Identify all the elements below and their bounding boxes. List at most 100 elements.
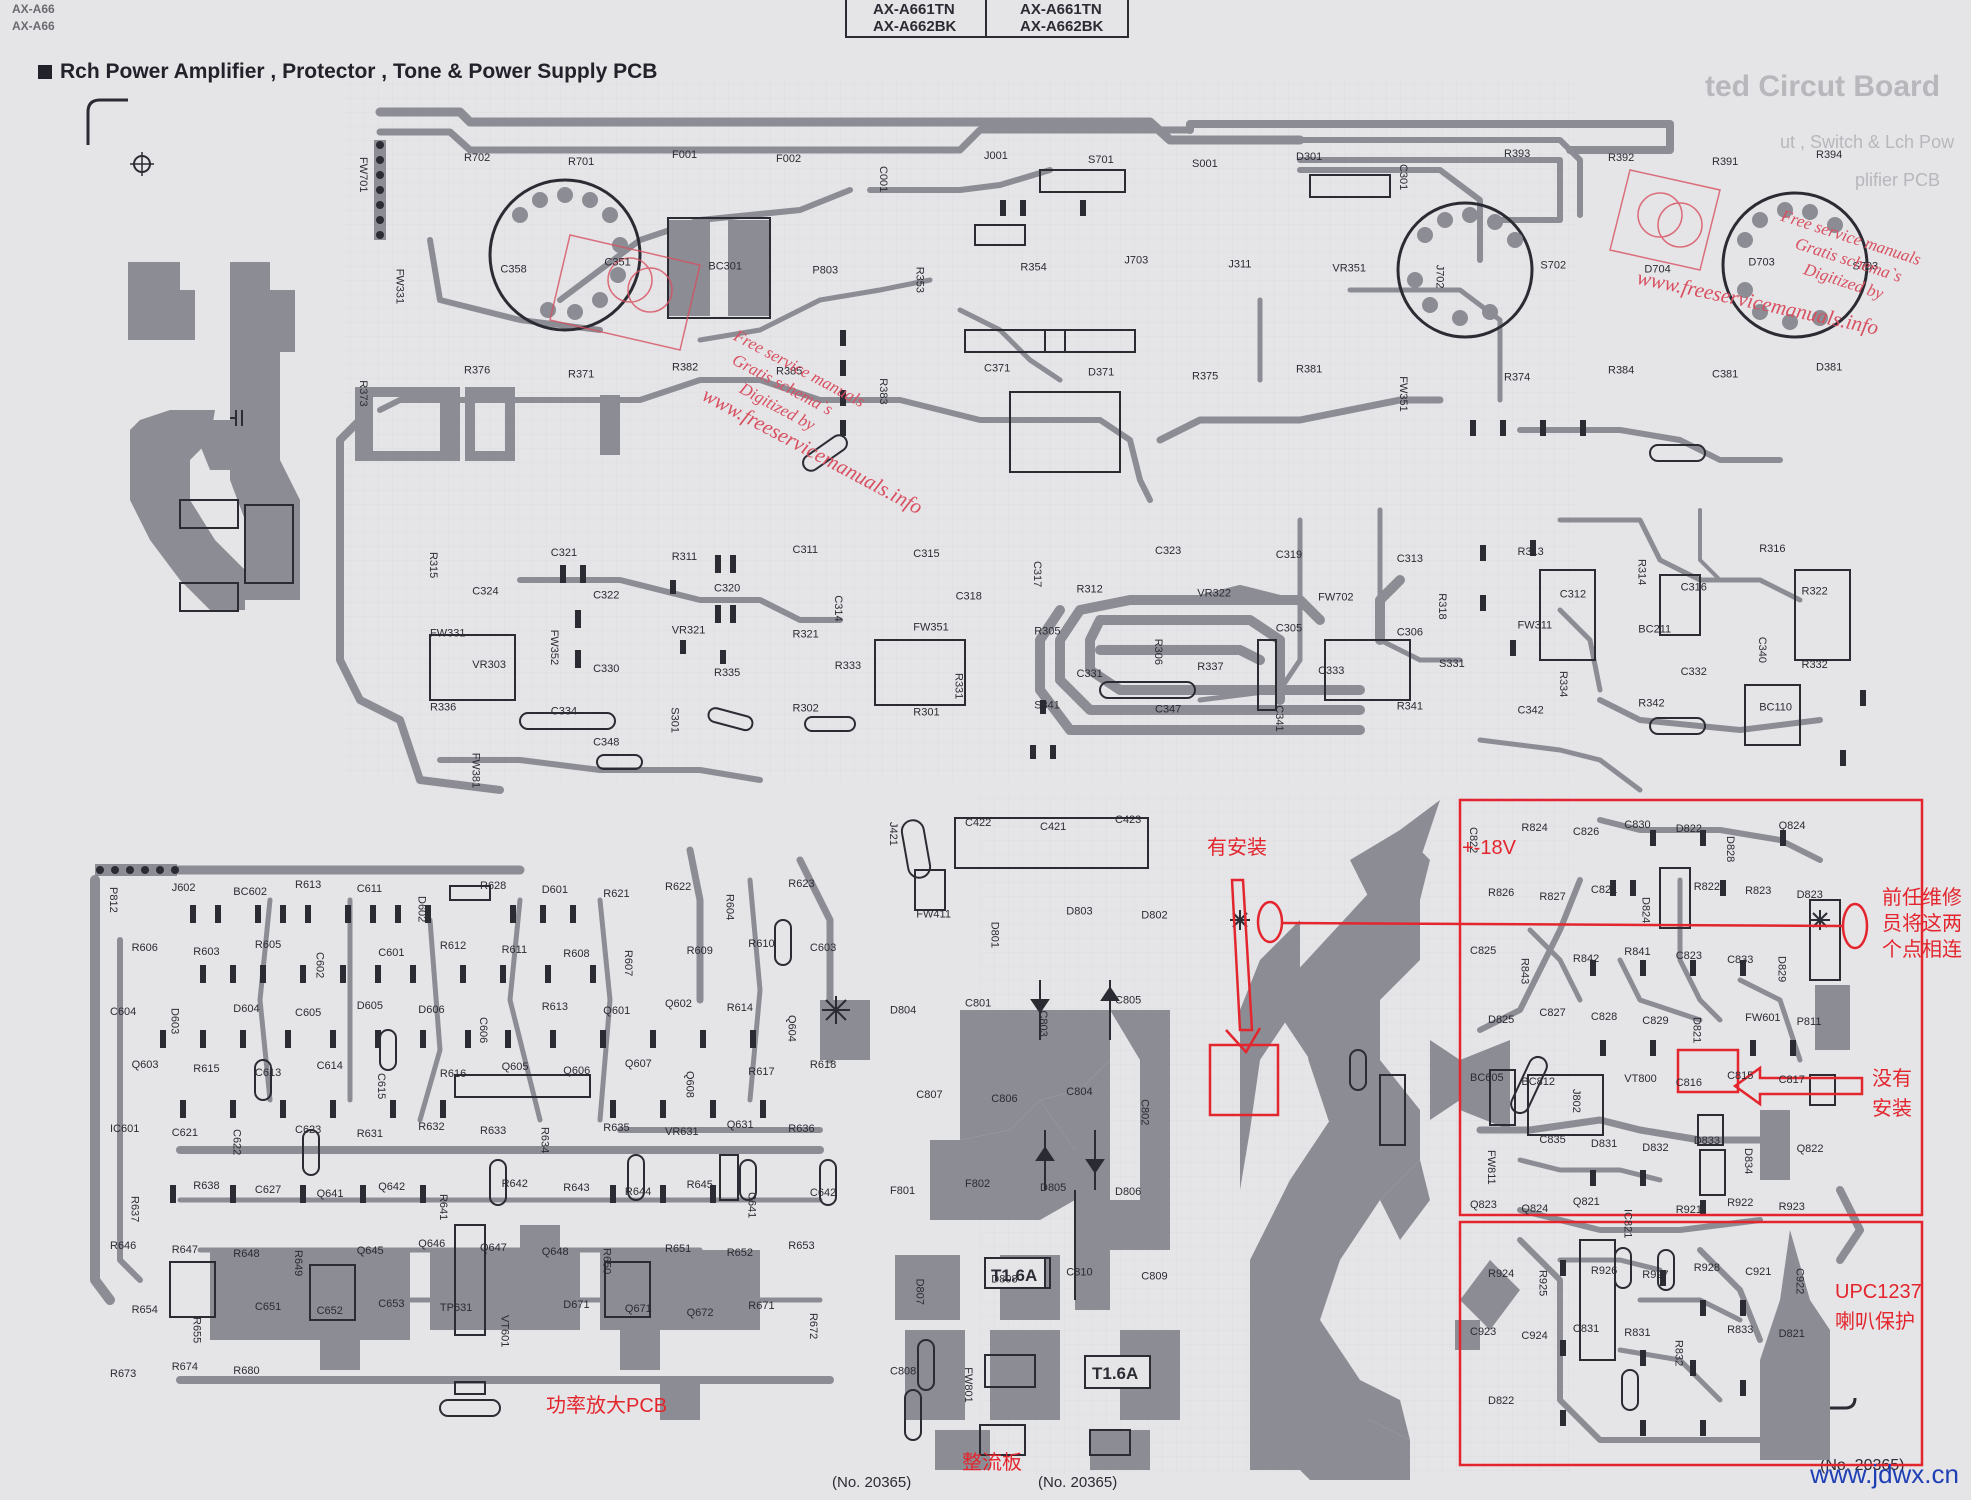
silkscreen-label: R384	[1608, 364, 1634, 376]
silkscreen-label: R342	[1638, 697, 1664, 709]
silkscreen-label: D833	[1694, 1135, 1720, 1147]
silkscreen-label: R393	[1504, 148, 1530, 160]
p812-connector	[95, 864, 179, 876]
silkscreen-label: F001	[672, 149, 697, 161]
silkscreen-label: C828	[1591, 1011, 1617, 1023]
silkscreen-label: R652	[727, 1247, 753, 1259]
silkscreen-label: R608	[563, 948, 589, 960]
silkscreen-label: D828	[1724, 836, 1736, 862]
right-ghost-sub2: plifier PCB	[1855, 170, 1941, 190]
silkscreen-label: R923	[1779, 1201, 1805, 1213]
silkscreen-label: S703	[1852, 261, 1878, 273]
silkscreen-label: C301	[1397, 164, 1409, 190]
silkscreen-label: P803	[812, 265, 838, 277]
page-title: Rch Power Amplifier , Protector , Tone &…	[38, 60, 657, 84]
silkscreen-label: D301	[1296, 151, 1322, 163]
silkscreen-label: C830	[1624, 819, 1650, 831]
silkscreen-label: C313	[1397, 553, 1423, 565]
silkscreen-label: C321	[551, 547, 577, 559]
silkscreen-label: R341	[1397, 700, 1423, 712]
model-right: AX-A661TN AX-A662BK	[1020, 1, 1103, 35]
silkscreen-label: C822	[1467, 827, 1479, 853]
silkscreen-label: R655	[190, 1317, 202, 1343]
silkscreen-label: R648	[233, 1248, 259, 1260]
silkscreen-label: C423	[1115, 814, 1141, 826]
silkscreen-label: FW701	[357, 157, 369, 192]
silkscreen-label: C340	[1756, 637, 1768, 663]
silkscreen-label: J311	[1228, 259, 1251, 271]
silkscreen-label: R702	[464, 152, 490, 164]
joint-point-left	[1256, 900, 1284, 944]
silkscreen-label: R315	[427, 552, 439, 578]
silkscreen-label: C651	[255, 1301, 281, 1313]
silkscreen-label: R610	[748, 938, 774, 950]
silkscreen-label: R353	[913, 267, 925, 293]
silkscreen-label: R316	[1759, 543, 1785, 555]
silkscreen-label: BC110	[1759, 701, 1792, 713]
silkscreen-label: R312	[1077, 583, 1103, 595]
silkscreen-label: Q647	[480, 1242, 507, 1254]
silkscreen-label: R832	[1673, 1340, 1685, 1366]
silkscreen-label: R824	[1521, 822, 1547, 834]
silkscreen-label: D605	[357, 1000, 383, 1012]
silkscreen-label: Q672	[687, 1307, 714, 1319]
silkscreen-label: D704	[1644, 264, 1670, 276]
silkscreen-label: C815	[1727, 1070, 1753, 1082]
silkscreen-label: C829	[1642, 1015, 1668, 1027]
protector-highlight-box	[1458, 1220, 1924, 1467]
silkscreen-label: VR631	[665, 1126, 699, 1138]
rectifier-copper	[895, 1010, 1180, 1470]
silkscreen-label: BC211	[1638, 624, 1671, 636]
silkscreen-label: C314	[832, 595, 844, 621]
silkscreen-label: R314	[1635, 559, 1647, 585]
silkscreen-label: R631	[357, 1128, 383, 1140]
silkscreen-label: C316	[1681, 581, 1707, 593]
silkscreen-label: C334	[551, 705, 577, 717]
silkscreen-label: R354	[1020, 262, 1046, 274]
silkscreen-label: R381	[1296, 363, 1322, 375]
silkscreen-label: C627	[255, 1184, 281, 1196]
silkscreen-label: C825	[1470, 945, 1496, 957]
silkscreen-label: S702	[1540, 260, 1566, 272]
silkscreen-label: D603	[169, 1008, 181, 1034]
silkscreen-label: R613	[542, 1001, 568, 1013]
silkscreen-label: C311	[793, 544, 818, 556]
silkscreen-label: C817	[1779, 1074, 1805, 1086]
silkscreen-label: R628	[480, 880, 506, 892]
silkscreen-label: C802	[1138, 1099, 1150, 1125]
page-title-text: Rch Power Amplifier , Protector , Tone &…	[60, 60, 658, 83]
silkscreen-label: R306	[1152, 639, 1164, 665]
doc-no-right: (No. 20365)	[1038, 1474, 1118, 1491]
silkscreen-label: D604	[233, 1003, 259, 1015]
model-left-line-1: AX-A661TN	[873, 1, 955, 18]
silkscreen-label: C823	[1676, 950, 1702, 962]
silkscreen-label: D823	[1797, 889, 1823, 901]
silkscreen-label: R333	[835, 660, 861, 672]
annotation-connected-line3: 个点相连	[1882, 939, 1962, 961]
annotation-protector: UPC1237 喇叭保护	[1835, 1277, 1922, 1337]
silkscreen-label: D606	[418, 1004, 444, 1016]
silkscreen-label: D381	[1816, 361, 1842, 373]
annotation-amp-pcb: 功率放大PCB	[546, 1395, 668, 1417]
silkscreen-label: VR321	[672, 625, 706, 637]
silkscreen-label: C826	[1573, 826, 1599, 838]
silkscreen-label: D806	[1115, 1186, 1141, 1198]
silkscreen-label: R925	[1536, 1270, 1548, 1296]
model-right-line-1: AX-A661TN	[1020, 1, 1102, 18]
silkscreen-label: D803	[1066, 906, 1092, 918]
annotation-not-installed-line2: 安装	[1872, 1098, 1912, 1120]
silkscreen-label: C318	[956, 590, 982, 602]
silkscreen-label: R926	[1591, 1265, 1617, 1277]
silkscreen-label: IC601	[110, 1123, 139, 1135]
silkscreen-label: FW411	[916, 909, 951, 921]
silkscreen-label: FW331	[430, 628, 465, 640]
silkscreen-label: C622	[230, 1129, 242, 1155]
not-installed-arrow	[1732, 1065, 1864, 1107]
silkscreen-label: FW311	[1518, 620, 1553, 632]
silkscreen-label: C623	[295, 1124, 321, 1136]
silkscreen-label: R321	[793, 629, 819, 641]
silkscreen-label: Q648	[542, 1246, 569, 1258]
silkscreen-label: R924	[1488, 1268, 1514, 1280]
psu-traces	[1298, 817, 1864, 1443]
